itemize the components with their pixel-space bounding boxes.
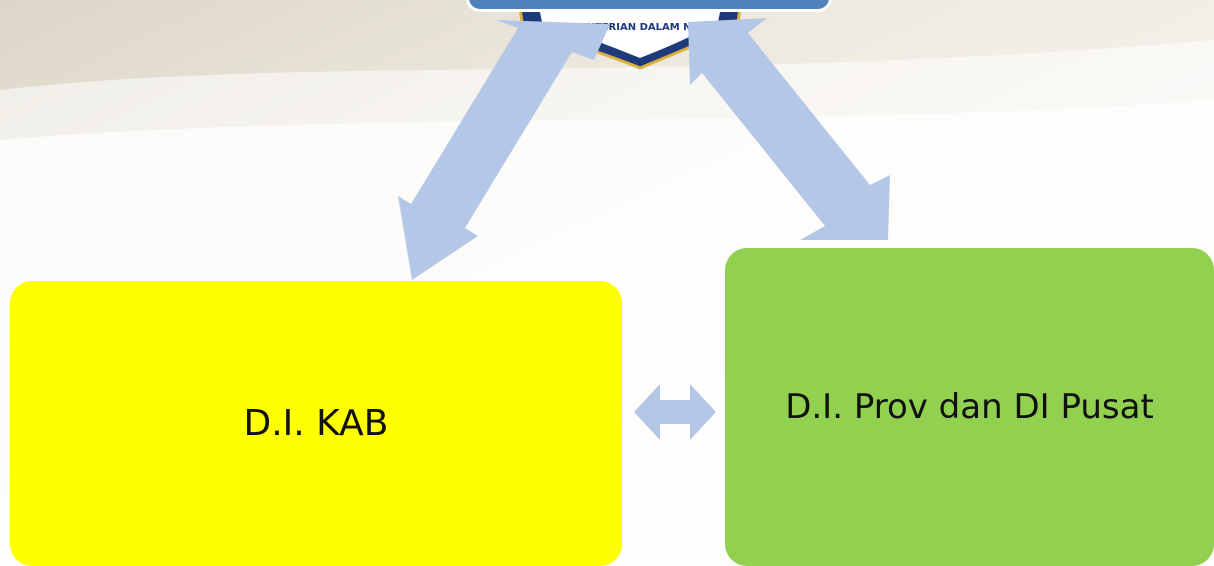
node-di-prov-pusat-label: D.I. Prov dan DI Pusat bbox=[785, 387, 1154, 427]
emblem-text: KEMENTERIAN DALAM NEGERI bbox=[555, 22, 725, 33]
node-di-prov-pusat: D.I. Prov dan DI Pusat bbox=[725, 248, 1214, 566]
arrow-right-top bbox=[688, 18, 890, 240]
arrow-left-top bbox=[398, 20, 610, 280]
node-di-kab: D.I. KAB bbox=[10, 281, 622, 566]
arrow-left-right bbox=[634, 384, 716, 440]
node-di-kab-label: D.I. KAB bbox=[243, 402, 389, 444]
top-node-box bbox=[466, 0, 832, 12]
